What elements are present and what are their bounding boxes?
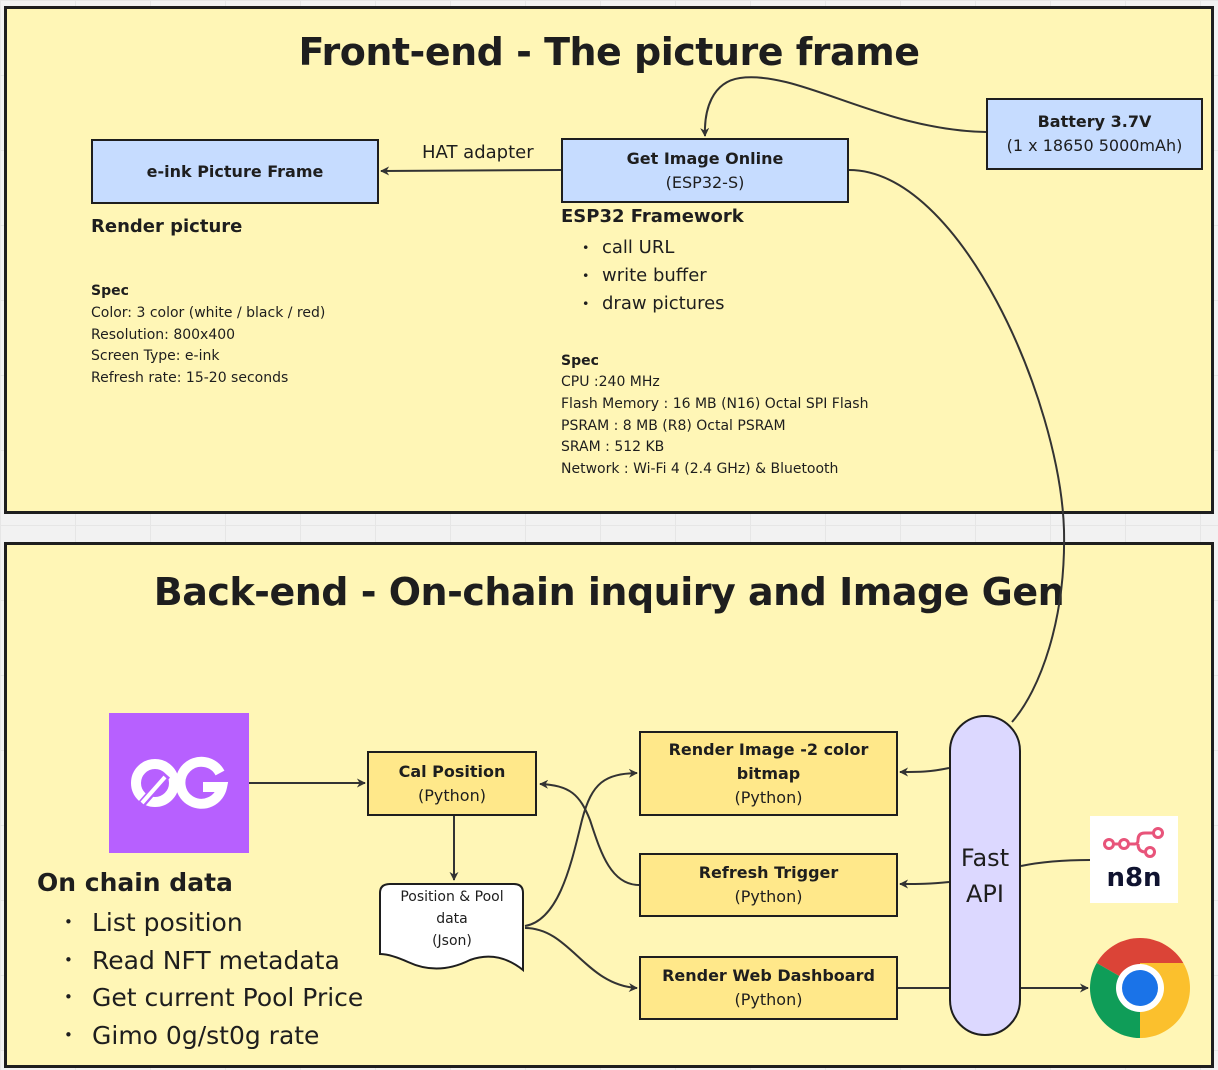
- fastapi-label-line1: Fast: [960, 843, 1010, 872]
- backend-title: Back-end - On-chain inquiry and Image Ge…: [153, 570, 1065, 614]
- refresh-node-label: Refresh Trigger: [698, 863, 839, 882]
- refresh-trigger-node[interactable]: Refresh Trigger (Python): [639, 853, 898, 917]
- document-shape[interactable]: [378, 882, 526, 974]
- list-item: write buffer: [562, 262, 725, 290]
- esp-spec-line: CPU :240 MHz: [561, 374, 660, 390]
- get-image-online-node[interactable]: Get Image Online (ESP32-S): [561, 138, 849, 203]
- esp-spec-heading: Spec: [561, 353, 599, 369]
- n8n-logo[interactable]: n8n: [1090, 816, 1178, 903]
- doc-line: Position & Pool: [400, 889, 504, 905]
- n8n-logo-text: n8n: [1106, 863, 1161, 893]
- render-image-node-label: Render Image -2 color bitmap: [668, 739, 869, 783]
- battery-node-sub: (1 x 18650 5000mAh): [1006, 136, 1183, 155]
- eink-spec-line: Screen Type: e-ink: [91, 348, 220, 364]
- list-item: Read NFT metadata: [46, 942, 363, 980]
- esp-spec-line: SRAM : 512 KB: [561, 439, 665, 455]
- doc-line: data: [436, 911, 468, 927]
- render-image-node[interactable]: Render Image -2 color bitmap (Python): [639, 731, 898, 816]
- eink-spec-line: Refresh rate: 15-20 seconds: [91, 370, 289, 386]
- eink-picture-frame-node[interactable]: e-ink Picture Frame: [91, 139, 379, 204]
- esp-node-label: Get Image Online: [626, 148, 784, 168]
- og-logo[interactable]: [109, 713, 249, 853]
- on-chain-data-list: List position Read NFT metadata Get curr…: [46, 904, 363, 1054]
- chrome-logo[interactable]: [1090, 938, 1190, 1038]
- on-chain-data-heading: On chain data: [37, 868, 233, 897]
- cal-position-node[interactable]: Cal Position (Python): [367, 751, 537, 816]
- dashboard-node-label: Render Web Dashboard: [662, 966, 875, 985]
- render-picture-heading: Render picture: [91, 216, 243, 237]
- esp-spec-line: Flash Memory : 16 MB (N16) Octal SPI Fla…: [561, 396, 869, 412]
- eink-spec-heading: Spec: [91, 283, 129, 299]
- dashboard-node-sub: (Python): [734, 990, 803, 1009]
- eink-spec-line: Resolution: 800x400: [91, 327, 236, 343]
- render-image-node-sub: (Python): [734, 787, 803, 807]
- esp-node-sub: (ESP32-S): [665, 172, 745, 192]
- doc-line: (Json): [432, 933, 472, 949]
- list-item: Gimo 0g/st0g rate: [46, 1017, 363, 1055]
- fastapi-node[interactable]: Fast API: [949, 715, 1021, 1036]
- esp-spec-line: Network : Wi-Fi 4 (2.4 GHz) & Bluetooth: [561, 461, 839, 477]
- esp32-framework-list: call URL write buffer draw pictures: [562, 234, 725, 318]
- cal-node-label: Cal Position: [398, 761, 506, 781]
- n8n-workflow-icon: n8n: [1103, 827, 1164, 893]
- eink-node-label: e-ink Picture Frame: [146, 161, 324, 181]
- list-item: draw pictures: [562, 290, 725, 318]
- esp-spec-line: PSRAM : 8 MB (R8) Octal PSRAM: [561, 418, 786, 434]
- og-logo-icon: [131, 756, 229, 810]
- eink-spec-line: Color: 3 color (white / black / red): [91, 305, 326, 321]
- refresh-node-sub: (Python): [734, 887, 803, 906]
- render-web-dashboard-node[interactable]: Render Web Dashboard (Python): [639, 956, 898, 1020]
- list-item: List position: [46, 904, 363, 942]
- frontend-title: Front-end - The picture frame: [298, 30, 920, 74]
- list-item: call URL: [562, 234, 725, 262]
- chrome-browser-icon: [1090, 938, 1190, 1038]
- esp32-framework-heading: ESP32 Framework: [561, 206, 744, 227]
- list-item: Get current Pool Price: [46, 979, 363, 1017]
- cal-node-sub: (Python): [418, 785, 486, 805]
- fastapi-label-line2: API: [966, 879, 1004, 908]
- battery-node[interactable]: Battery 3.7V (1 x 18650 5000mAh): [986, 98, 1203, 170]
- battery-node-label: Battery 3.7V: [1037, 112, 1152, 131]
- position-pool-data-label: Position & Pool data (Json): [382, 886, 522, 952]
- hat-adapter-label: HAT adapter: [422, 142, 534, 163]
